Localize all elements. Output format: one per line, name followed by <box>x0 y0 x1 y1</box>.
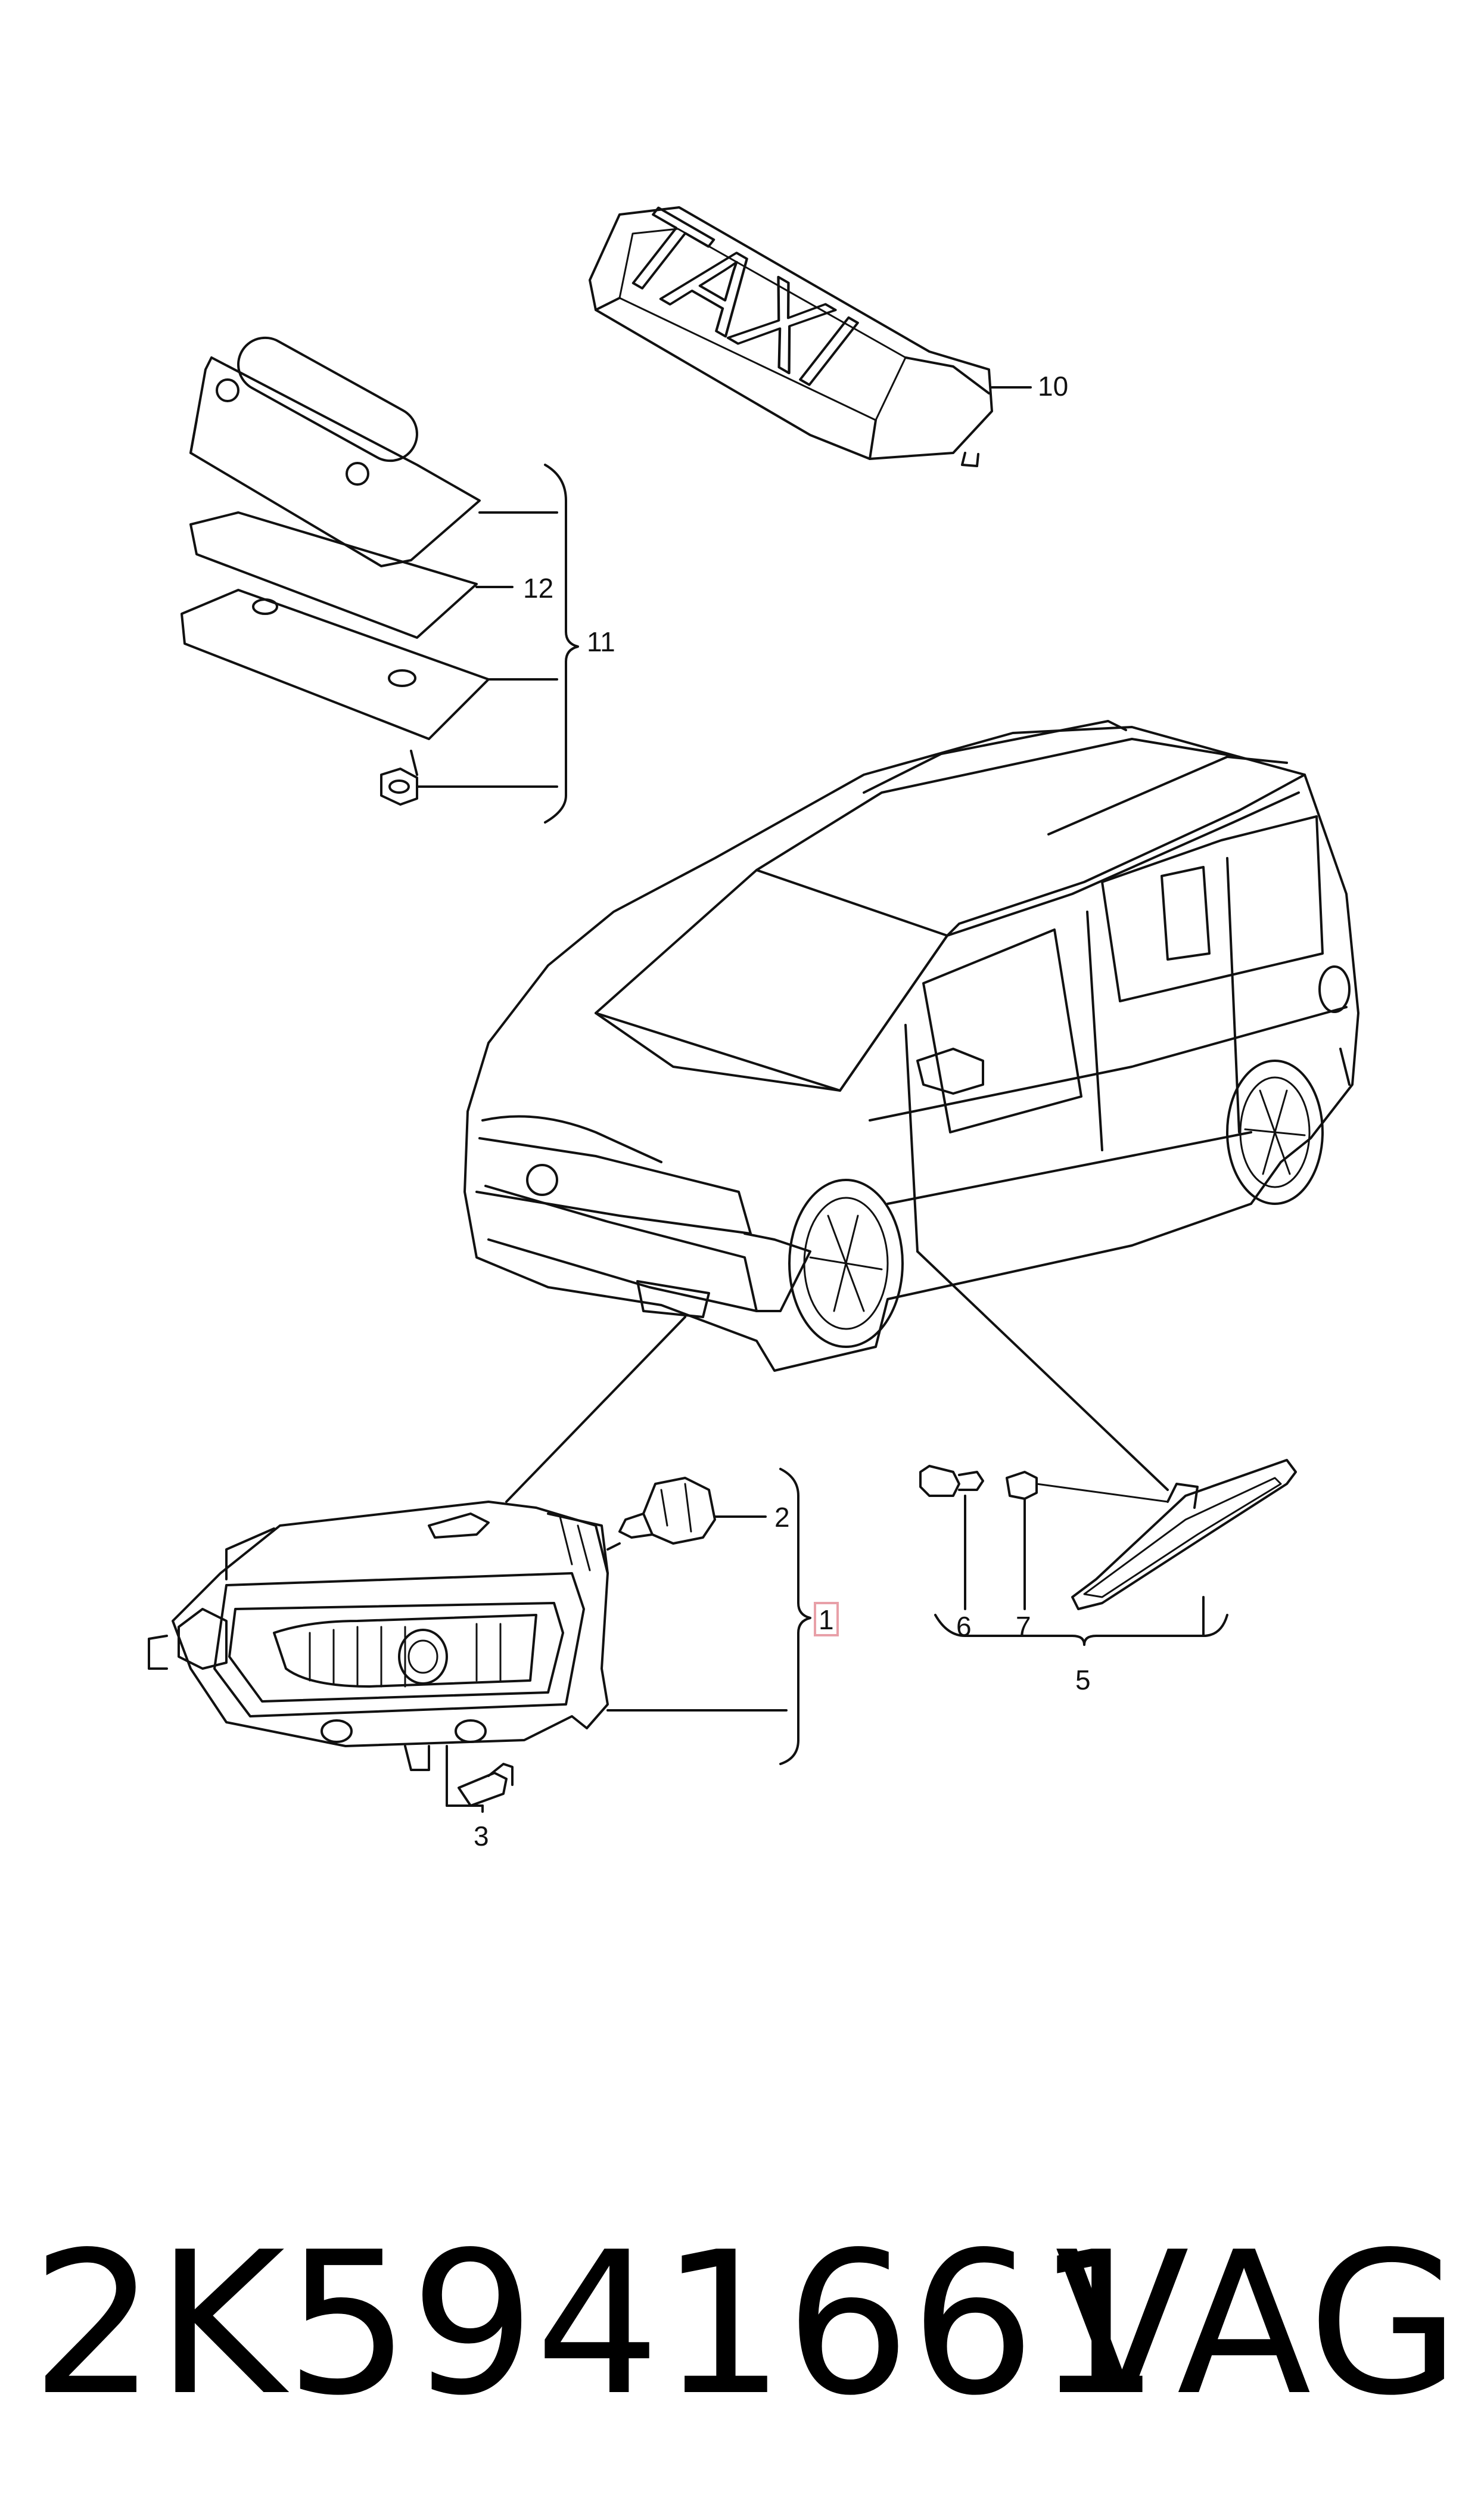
callout-5: 5 <box>1075 1664 1091 1695</box>
callout-10: 10 <box>1038 371 1068 402</box>
leader-marker-mount <box>904 1024 919 1253</box>
part-number: 2K5941661 <box>31 2210 1161 2439</box>
roof-holder-set <box>181 336 579 824</box>
callout-2: 2 <box>774 1502 790 1533</box>
side-marker-light <box>919 1459 1297 1646</box>
callout-7: 7 <box>1016 1611 1031 1642</box>
footer: 2K5941661 VAG <box>0 2199 1484 2449</box>
callout-3: 3 <box>474 1821 489 1852</box>
taxi-roof-sign: TAXI <box>589 186 1032 467</box>
callout-12: 12 <box>523 573 553 604</box>
callout-11: 11 <box>587 626 615 657</box>
leader-side-marker <box>916 1250 1169 1491</box>
brand-name: VAG <box>1054 2210 1460 2439</box>
parts-exploded-diagram: TAXI <box>148 186 1359 1852</box>
leader-fog-light <box>505 1316 686 1503</box>
fixing-bolt <box>446 1745 514 1813</box>
callout-6: 6 <box>956 1611 972 1642</box>
highlight-box <box>814 1602 839 1636</box>
taxi-sign-text: TAXI <box>593 187 882 409</box>
fog-bulb <box>618 1477 767 1545</box>
vehicle-illustration <box>463 720 1359 1372</box>
callout-1: 1 <box>819 1604 834 1635</box>
fog-light-assembly <box>148 1501 788 1771</box>
